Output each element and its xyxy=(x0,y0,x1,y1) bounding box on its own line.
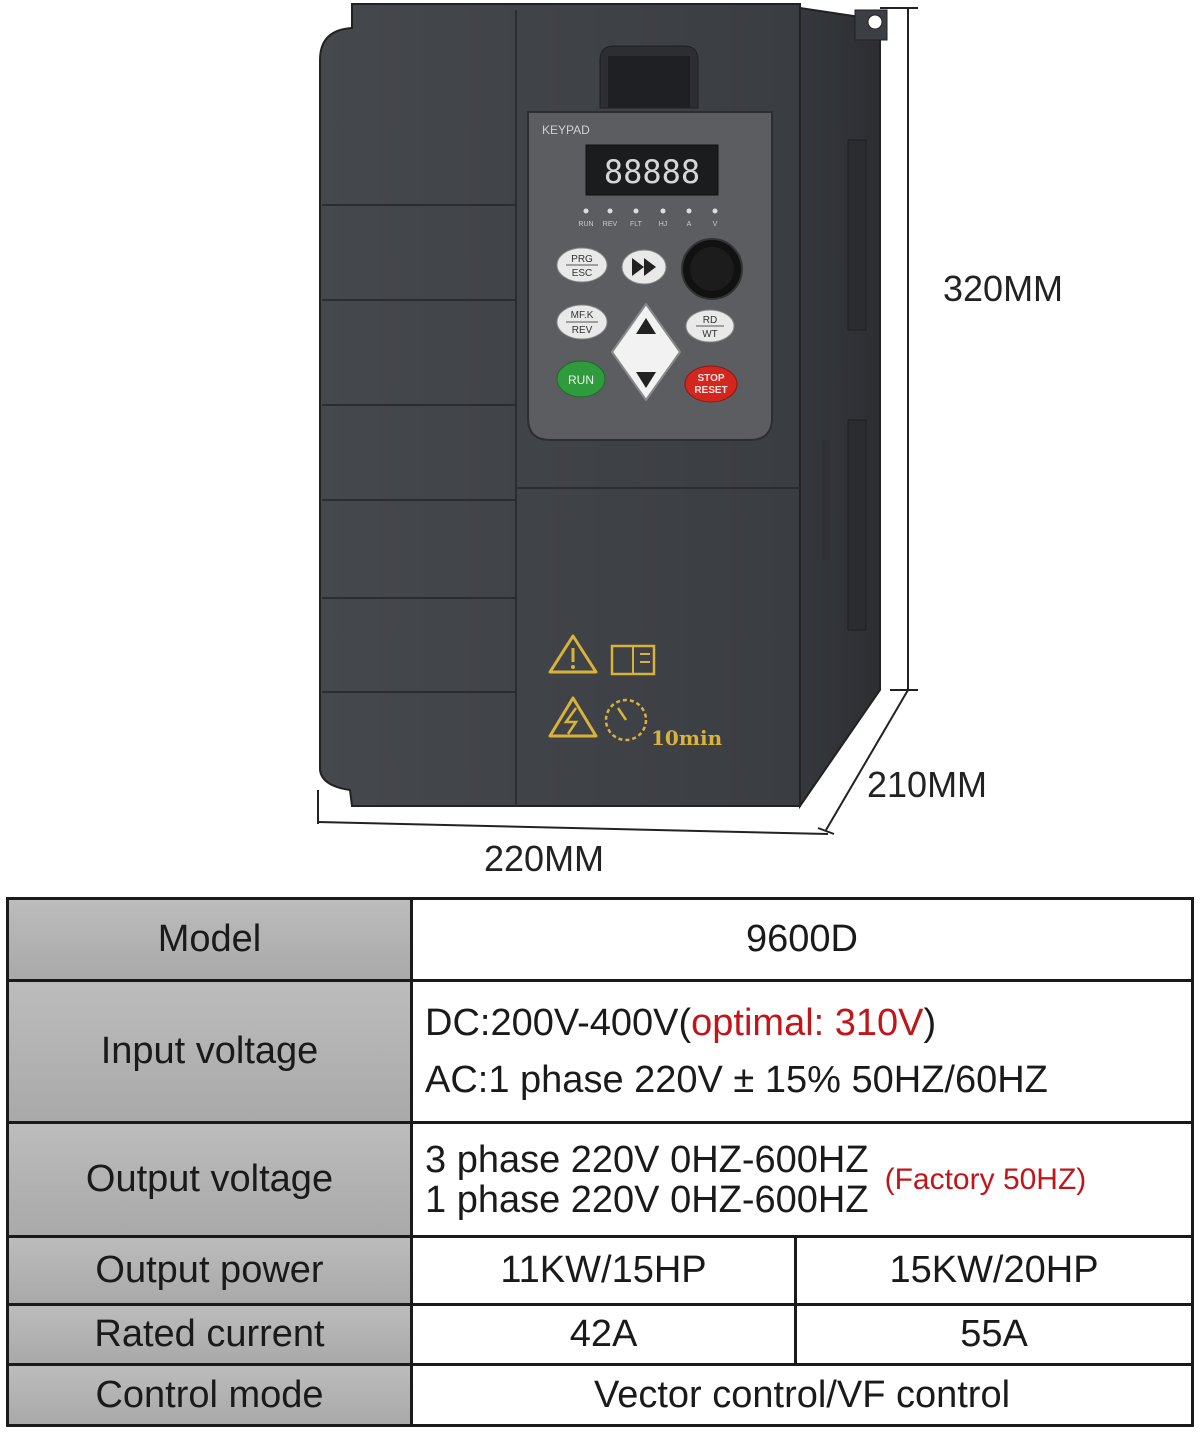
up-down-keys[interactable] xyxy=(611,303,681,401)
arrow-up-icon xyxy=(636,318,656,334)
spec-row-input-voltage: Input voltage DC:200V-400V(optimal: 310V… xyxy=(9,982,1191,1124)
indicator-flt: FLT xyxy=(630,221,643,228)
output-voltage-label: Output voltage xyxy=(9,1124,413,1235)
warning-triangle-icon xyxy=(548,634,598,674)
shift-button[interactable] xyxy=(621,249,667,285)
input-ac-line: AC:1 phase 220V ± 15% 50HZ/60HZ xyxy=(425,1058,1048,1101)
svg-text:WT: WT xyxy=(702,329,718,340)
model-label: Model xyxy=(9,900,413,979)
prg-esc-button[interactable]: PRG ESC xyxy=(556,247,608,283)
rated-current-55a: 55A xyxy=(960,1313,1028,1355)
input-voltage-label: Input voltage xyxy=(9,982,413,1121)
vfd-drawing: KEYPAD 88888 RUN REV FLT HJ A V xyxy=(317,3,918,835)
arrow-down-icon xyxy=(636,372,656,388)
run-button[interactable]: RUN xyxy=(556,360,606,398)
warning-time-label: 10min xyxy=(651,726,723,750)
manual-book-icon xyxy=(610,644,656,676)
spec-row-output-voltage: Output voltage 3 phase 220V 0HZ-600HZ 1 … xyxy=(9,1124,1191,1238)
input-optimal: optimal: 310V xyxy=(691,1001,924,1044)
spec-table: Model 9600D Input voltage DC:200V-400V(o… xyxy=(6,897,1194,1427)
model-value: 9600D xyxy=(413,900,1191,979)
indicator-v: V xyxy=(713,221,718,228)
output-voltage-line-2: 1 phase 220V 0HZ-600HZ xyxy=(425,1178,869,1221)
svg-text:RUN: RUN xyxy=(568,373,594,387)
spec-row-rated-current: Rated current 42A 55A xyxy=(9,1306,1191,1366)
indicator-rev: REV xyxy=(603,221,618,228)
svg-text:MF.K: MF.K xyxy=(571,310,594,321)
height-dimension-label: 320MM xyxy=(943,268,1064,309)
output-power-15kw: 15KW/20HP xyxy=(889,1249,1099,1291)
mfk-rev-button[interactable]: MF.K REV xyxy=(556,304,608,340)
output-voltage-note: (Factory 50HZ) xyxy=(884,1162,1087,1196)
svg-text:ESC: ESC xyxy=(572,268,593,279)
svg-text:STOP: STOP xyxy=(697,373,724,384)
svg-text:PRG: PRG xyxy=(571,254,593,265)
svg-text:RESET: RESET xyxy=(694,385,727,396)
spec-row-control-mode: Control mode Vector control/VF control xyxy=(9,1366,1191,1424)
keypad-label: KEYPAD xyxy=(542,123,590,137)
indicator-run: RUN xyxy=(578,221,593,228)
potentiometer-knob[interactable] xyxy=(681,238,743,300)
output-power-label: Output power xyxy=(9,1238,413,1303)
stop-reset-button[interactable]: STOP RESET xyxy=(684,365,738,403)
indicator-hj: HJ xyxy=(659,221,668,228)
timer-icon xyxy=(604,698,648,742)
spec-row-output-power: Output power 11KW/15HP 15KW/20HP xyxy=(9,1238,1191,1306)
svg-text:RD: RD xyxy=(703,315,717,326)
depth-dimension-label: 210MM xyxy=(867,764,988,805)
control-mode-value: Vector control/VF control xyxy=(413,1366,1191,1424)
rd-wt-button[interactable]: RD WT xyxy=(685,309,735,343)
indicator-a: A xyxy=(687,221,692,228)
led-display xyxy=(585,144,719,196)
spec-row-model: Model 9600D xyxy=(9,900,1191,982)
svg-text:REV: REV xyxy=(572,325,593,336)
output-power-11kw: 11KW/15HP xyxy=(413,1238,797,1303)
product-image: KEYPAD 88888 RUN REV FLT HJ A V xyxy=(317,3,1064,879)
side-panel xyxy=(799,6,888,810)
electric-shock-warning-icon xyxy=(548,696,598,738)
width-dimension-label: 220MM xyxy=(484,838,605,879)
input-voltage-value: DC:200V-400V(optimal: 310V) AC:1 phase 2… xyxy=(413,982,1191,1121)
input-dc-line: DC:200V-400V(optimal: 310V) xyxy=(425,1001,937,1044)
dimension-lines xyxy=(317,7,918,835)
fast-forward-icon xyxy=(632,258,656,276)
led-digits: 88888 xyxy=(604,153,700,191)
output-voltage-value: 3 phase 220V 0HZ-600HZ 1 phase 220V 0HZ-… xyxy=(413,1124,1191,1235)
indicator-leds: RUN REV FLT HJ A V xyxy=(578,208,718,228)
warning-labels: 10min xyxy=(548,634,723,750)
rated-current-label: Rated current xyxy=(9,1306,413,1363)
rated-current-42a: 42A xyxy=(413,1306,797,1363)
keypad: KEYPAD 88888 RUN REV FLT HJ A V xyxy=(527,111,773,441)
output-voltage-line-1: 3 phase 220V 0HZ-600HZ xyxy=(425,1138,869,1181)
control-mode-label: Control mode xyxy=(9,1366,413,1424)
